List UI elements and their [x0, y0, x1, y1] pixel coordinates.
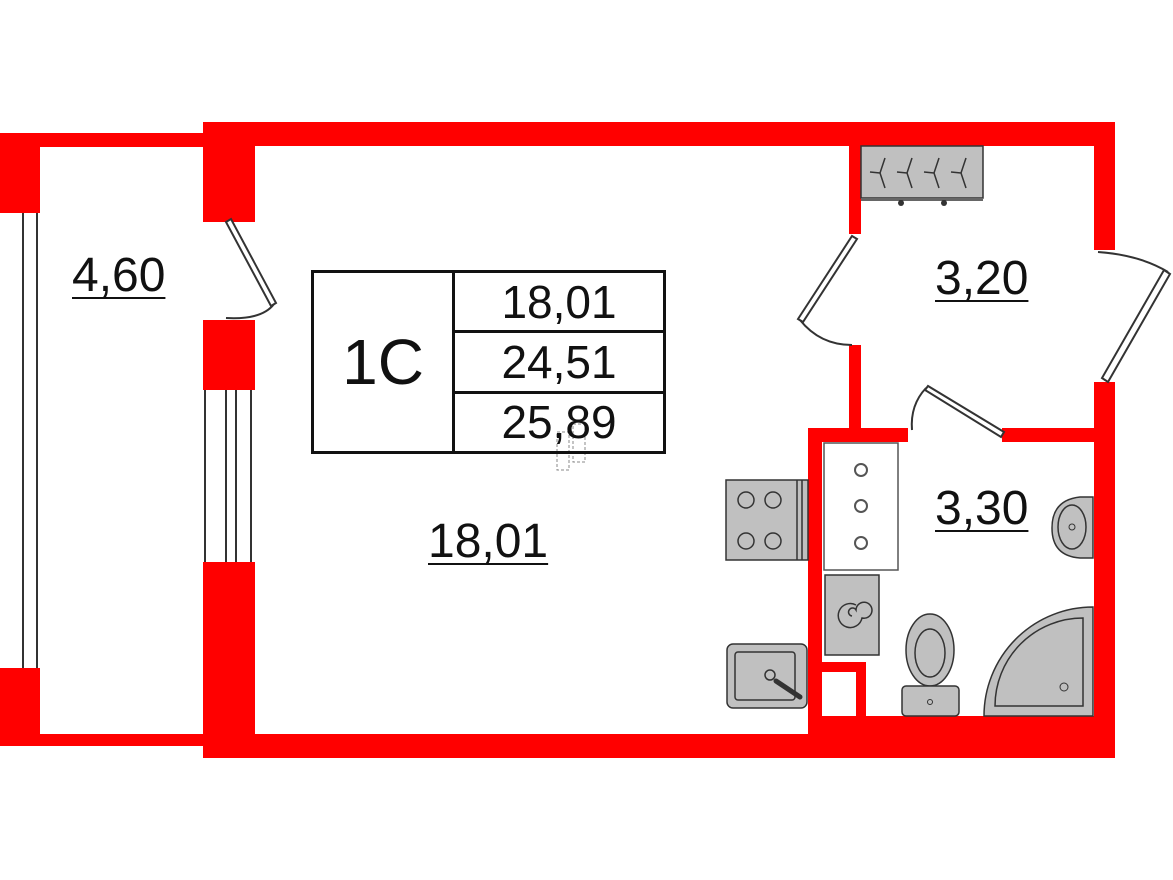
total-area-value: 24,51 — [455, 333, 663, 394]
room-area-bathroom: 3,30 — [935, 482, 1029, 535]
living-area-value: 18,01 — [455, 273, 663, 334]
shower-icon — [983, 606, 1094, 717]
boiler-icon — [824, 574, 880, 656]
area-summary-table: 1С 18,01 24,51 25,89 — [311, 270, 666, 454]
cabinet-icon — [823, 442, 899, 571]
unit-type: 1С — [314, 273, 455, 451]
stove-icon — [725, 479, 809, 561]
total-with-balcony-value: 25,89 — [501, 396, 617, 449]
room-area-hallway: 3,20 — [935, 252, 1029, 305]
wardrobe-icon — [860, 145, 984, 206]
washbasin-icon — [1051, 496, 1094, 559]
room-area-balcony: 4,60 — [72, 249, 166, 302]
kitchen-sink-icon — [726, 643, 808, 709]
room-area-living-room: 18,01 — [428, 515, 549, 568]
toilet-icon — [901, 613, 960, 717]
